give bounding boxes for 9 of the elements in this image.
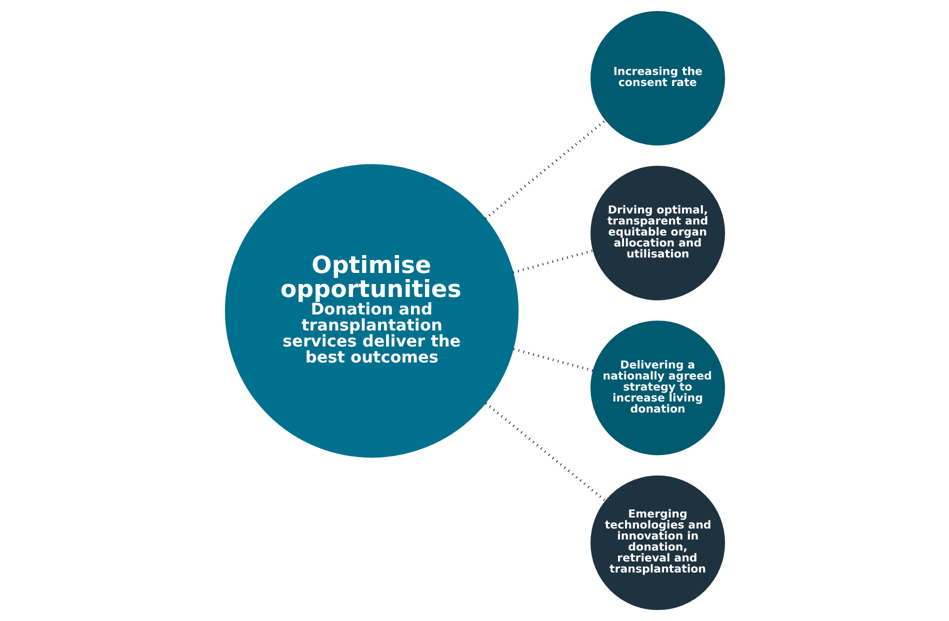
node-circle: Increasing the consent rate	[590, 10, 725, 146]
connector	[512, 249, 593, 274]
node-circle: Delivering a nationally agreed strategy to increase living donation	[590, 320, 725, 456]
connector	[484, 119, 606, 220]
node-circle: Emerging technologies and innovation in donation, retrieval and transplantation	[590, 476, 725, 610]
connector	[512, 348, 594, 372]
node-circle: Driving optimal, transparent and equitable organ allocation and utilisation	[590, 166, 725, 300]
connector	[484, 402, 606, 502]
node-circle: Optimise opportunities Donation and transplantation services deliver the best outcomes	[224, 164, 518, 458]
